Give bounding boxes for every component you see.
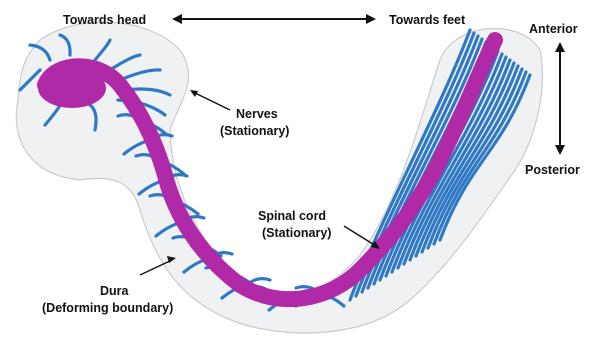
posterior-label: Posterior	[525, 163, 580, 177]
spinal-cord-sublabel: (Stationary)	[262, 226, 331, 240]
nerves-pointer	[193, 92, 230, 110]
anterior-label: Anterior	[529, 22, 578, 36]
spinal-cord-pointer	[344, 226, 376, 246]
head-feet-axis	[172, 14, 376, 24]
nerves-sublabel: (Stationary)	[220, 124, 289, 138]
spinal-cord-head	[38, 68, 106, 108]
anterior-posterior-axis	[555, 42, 565, 155]
dura-label: Dura	[100, 284, 130, 298]
dura-sublabel: (Deforming boundary)	[42, 301, 173, 315]
towards-feet-label: Towards feet	[389, 13, 466, 27]
towards-head-label: Towards head	[63, 13, 146, 27]
spinal-cord-label: Spinal cord	[258, 209, 326, 223]
nerves-label: Nerves	[236, 107, 278, 121]
